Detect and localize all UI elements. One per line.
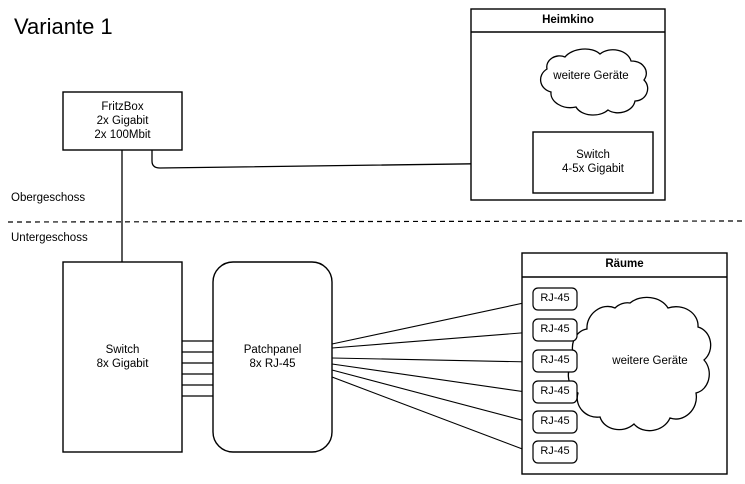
node-fritzbox-box[interactable] xyxy=(62,91,183,151)
port-label-3[interactable]: RJ-45 xyxy=(540,354,570,366)
port-box-1[interactable] xyxy=(532,287,578,311)
floor-divider-line xyxy=(7,220,745,223)
link-fritzbox-to-heimkino-switch xyxy=(151,150,534,169)
port-label-6[interactable]: RJ-45 xyxy=(540,445,570,457)
port-label-2[interactable]: RJ-45 xyxy=(540,323,570,335)
node-switch-upper-box[interactable] xyxy=(532,131,654,194)
link-patchpanel-to-port-3 xyxy=(331,357,534,363)
port-box-3[interactable] xyxy=(532,349,578,373)
group-raeume-header: Räume xyxy=(605,258,644,270)
raeume-cloud-shape xyxy=(567,296,712,432)
floor-label-upper: Obergeschoss xyxy=(11,192,86,204)
node-patchpanel-box[interactable] xyxy=(212,261,333,453)
port-label-5[interactable]: RJ-45 xyxy=(540,415,570,427)
link-patchpanel-to-port-6 xyxy=(331,376,534,454)
raeume-cloud-label: weitere Geräte xyxy=(591,354,709,368)
port-label-1[interactable]: RJ-45 xyxy=(540,292,570,304)
link-patchpanel-to-port-1 xyxy=(331,300,534,345)
raeume-cloud-line1: weitere xyxy=(612,355,650,367)
floor-label-lower: Untergeschoss xyxy=(11,232,88,244)
group-heimkino-header: Heimkino xyxy=(542,14,594,26)
port-box-5[interactable] xyxy=(532,410,578,434)
port-box-2[interactable] xyxy=(532,318,578,342)
raeume-cloud-line2: Geräte xyxy=(652,355,688,367)
heimkino-cloud-line2: Geräte xyxy=(593,70,629,82)
heimkino-cloud-shape xyxy=(540,48,649,116)
link-patchpanel-to-port-4 xyxy=(331,363,534,394)
heimkino-cloud-label: weitere Geräte xyxy=(541,69,641,83)
port-box-4[interactable] xyxy=(532,380,578,404)
link-patchpanel-to-port-2 xyxy=(331,331,534,349)
heimkino-cloud-line1: weitere xyxy=(553,70,591,82)
page-title: Variante 1 xyxy=(14,14,113,39)
link-patchpanel-to-port-5 xyxy=(331,369,534,424)
node-switch-lower-box[interactable] xyxy=(62,261,183,453)
port-box-6[interactable] xyxy=(532,440,578,464)
port-label-4[interactable]: RJ-45 xyxy=(540,385,570,397)
